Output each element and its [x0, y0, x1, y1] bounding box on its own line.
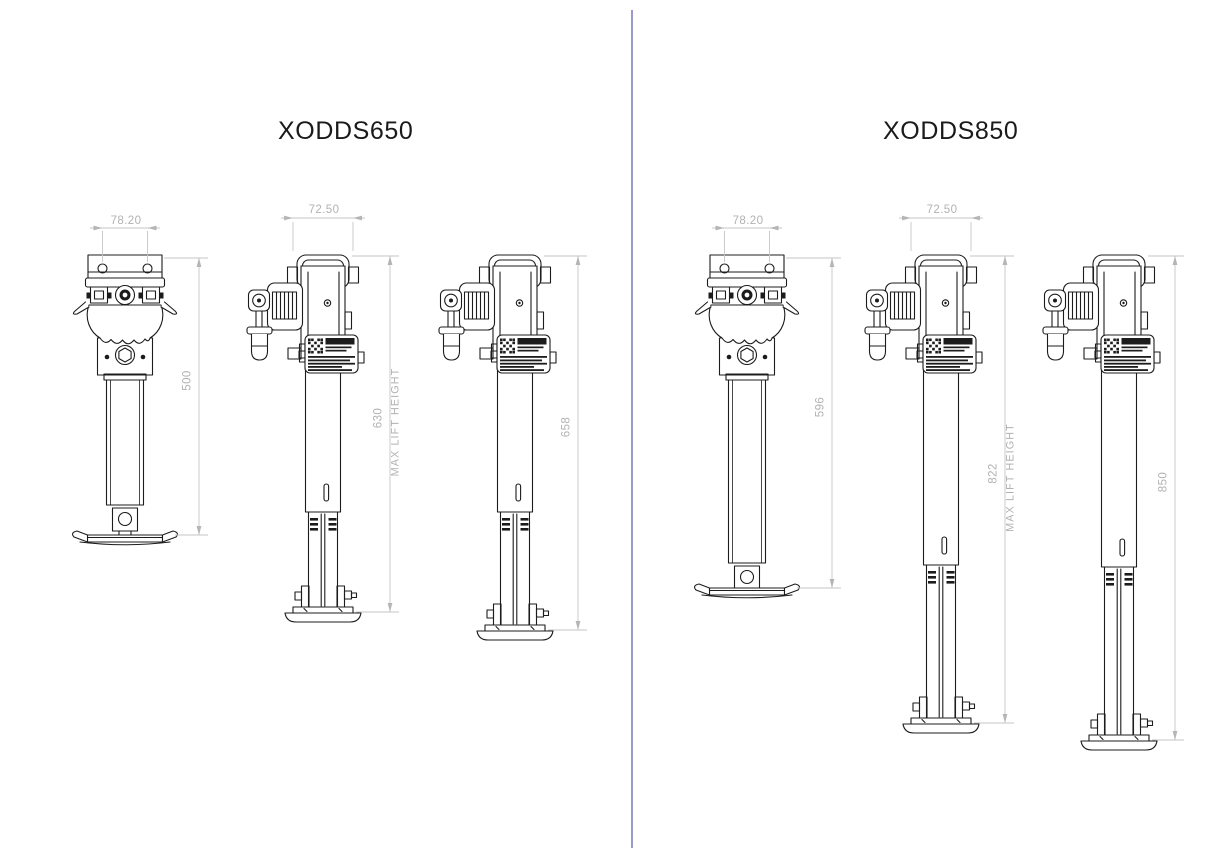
- front-view: 78.20 500: [72, 215, 208, 546]
- front-view: 78.20 596: [694, 215, 841, 599]
- max-lift-height-label: MAX LIFT HEIGHT: [1005, 423, 1017, 532]
- model-title-right: XODDS850: [883, 117, 1019, 145]
- height-dimension-label: 500: [182, 370, 194, 390]
- width-dimension-label: 72.50: [309, 204, 340, 216]
- width-dimension-label: 78.20: [111, 215, 142, 227]
- height-dimension-label: 658: [561, 417, 573, 437]
- height-dimension-label: 822: [988, 463, 1000, 483]
- height-dimension-label: 630: [373, 408, 385, 428]
- width-dimension-label: 72.50: [927, 204, 958, 216]
- panel-divider-line: [631, 10, 633, 848]
- model-title-left: XODDS650: [278, 117, 414, 145]
- side-view-extended: 850: [1042, 254, 1184, 751]
- width-dimension-label: 78.20: [733, 215, 764, 227]
- height-dimension-label: 596: [815, 397, 827, 417]
- max-lift-height-label: MAX LIFT HEIGHT: [390, 368, 402, 477]
- side-view-extended: 658: [438, 254, 587, 641]
- side-view-retracted: 72.50 630 MAX LIFT HEIGHT: [246, 204, 402, 623]
- side-view-retracted: 72.50 822 MAX LIFT HEIGHT: [864, 204, 1017, 734]
- height-dimension-label: 850: [1158, 472, 1170, 492]
